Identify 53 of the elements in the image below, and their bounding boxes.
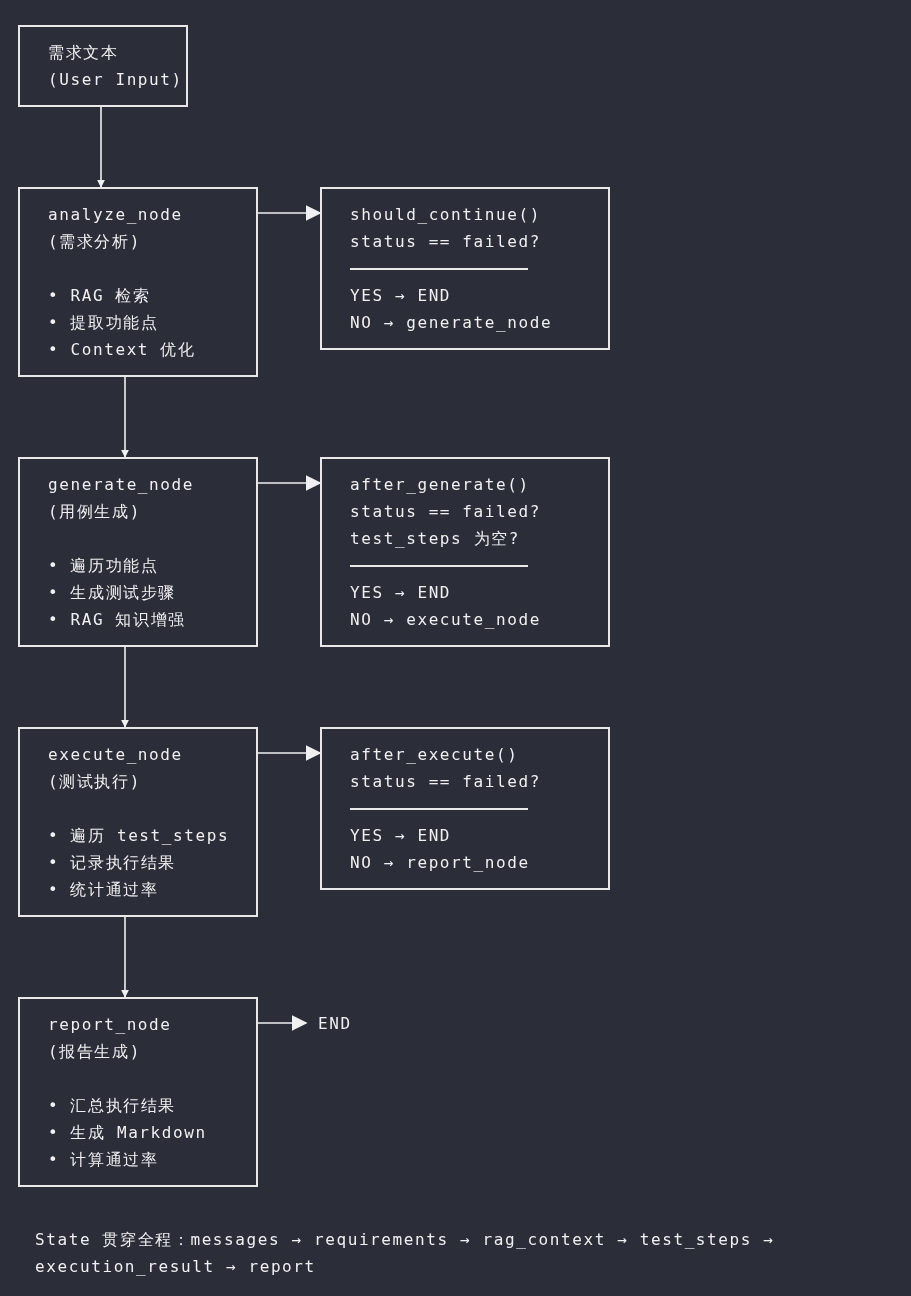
process-box — [18, 187, 258, 377]
bullet-item: • 计算通过率 — [48, 1149, 160, 1171]
bullet-item: • 记录执行结果 — [48, 852, 178, 874]
node-subtitle: (User Input) — [48, 69, 176, 91]
bullet-item: • 生成 Markdown — [48, 1122, 208, 1144]
condition-box — [320, 727, 610, 890]
arrow — [257, 205, 322, 221]
end-label: END — [306, 1010, 352, 1037]
process-box — [18, 457, 258, 647]
node-title: generate_node — [48, 474, 196, 496]
arrow — [257, 745, 322, 761]
bullet-item: • Context 优化 — [48, 339, 197, 361]
node-subtitle: (测试执行) — [48, 771, 142, 793]
input-box — [18, 25, 188, 107]
function-name: after_generate() — [350, 474, 531, 496]
bullet-item: • 统计通过率 — [48, 879, 160, 901]
branch-text: YES → END — [350, 825, 453, 847]
arrow — [121, 916, 129, 998]
node-title: execute_node — [48, 744, 184, 766]
branch-text: NO → execute_node — [350, 609, 542, 631]
branch-text: NO → report_node — [350, 852, 531, 874]
node-subtitle: (用例生成) — [48, 501, 142, 523]
bullet-item: • RAG 知识增强 — [48, 609, 187, 631]
function-name: after_execute() — [350, 744, 520, 766]
bullet-item: • 遍历 test_steps — [48, 825, 231, 847]
arrow — [257, 1015, 308, 1031]
process-box — [18, 997, 258, 1187]
bullet-item: • 汇总执行结果 — [48, 1095, 178, 1117]
branch-text: YES → END — [350, 582, 453, 604]
condition-box — [320, 457, 610, 647]
node-subtitle: (需求分析) — [48, 231, 142, 253]
condition-text: status == failed? — [350, 501, 542, 523]
condition-box — [320, 187, 610, 350]
branch-text: NO → generate_node — [350, 312, 554, 334]
process-box — [18, 727, 258, 917]
arrow — [257, 475, 322, 491]
function-name: should_continue() — [350, 204, 542, 226]
state-note: State 贯穿全程：messages → requirements → rag_context → test_steps → execution_result → report — [35, 1229, 776, 1278]
bullet-item: • 提取功能点 — [48, 312, 160, 334]
bullet-item: • RAG 检索 — [48, 285, 152, 307]
node-title: 需求文本 — [48, 42, 120, 64]
branch-text: YES → END — [350, 285, 453, 307]
node-title: report_node — [48, 1014, 173, 1036]
condition-text: status == failed? — [350, 231, 542, 253]
arrow — [121, 376, 129, 458]
node-title: analyze_node — [48, 204, 184, 226]
condition-text: status == failed? — [350, 771, 542, 793]
arrow — [121, 646, 129, 728]
bullet-item: • 生成测试步骤 — [48, 582, 178, 604]
arrow — [97, 106, 105, 188]
node-subtitle: (报告生成) — [48, 1041, 142, 1063]
bullet-item: • 遍历功能点 — [48, 555, 160, 577]
condition-text: test_steps 为空? — [350, 528, 521, 550]
